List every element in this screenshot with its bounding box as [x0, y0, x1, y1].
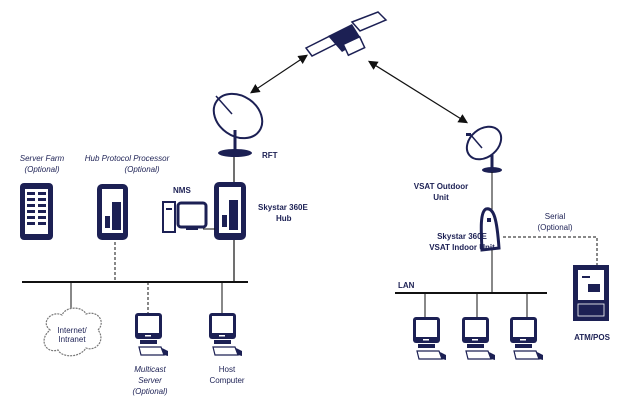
- lan-label: LAN: [398, 281, 415, 290]
- server-farm-label-1: Server Farm: [20, 154, 65, 163]
- atm-icon: [573, 265, 609, 321]
- multicast-label-2: Server: [138, 376, 162, 385]
- server-farm-label-2: (Optional): [24, 165, 59, 174]
- pc-icon: [412, 316, 447, 361]
- serial-label-1: Serial: [545, 212, 566, 221]
- indoor-label-2: VSAT Indoor Unit: [429, 243, 495, 252]
- satellite-icon: [304, 11, 388, 57]
- serial-link: [503, 236, 598, 266]
- cloud-icon: [43, 307, 102, 357]
- hub-unit-icon: [214, 182, 246, 240]
- outdoor-label-2: Unit: [433, 193, 449, 202]
- server-rack-icon: [20, 183, 53, 240]
- host-label-1: Host: [219, 365, 236, 374]
- outdoor-label-1: VSAT Outdoor: [414, 182, 469, 191]
- downlink-arrow: [367, 60, 469, 124]
- hub-label-2: Hub: [276, 214, 292, 223]
- uplink-arrow: [250, 54, 308, 94]
- pc-icon: [509, 316, 544, 361]
- atm-label: ATM/POS: [574, 333, 611, 342]
- serial-label-2: (Optional): [537, 223, 572, 232]
- cloud-label-2: Intranet: [58, 335, 86, 344]
- dish-antenna-icon: [465, 125, 503, 173]
- hub-unit-icon: [97, 184, 128, 240]
- dish-antenna-icon: [212, 92, 264, 157]
- nms-label: NMS: [173, 186, 191, 195]
- hpp-label-2: (Optional): [124, 165, 159, 174]
- hpp-label-1: Hub Protocol Processor: [85, 154, 170, 163]
- indoor-unit-icon: [479, 207, 501, 252]
- pc-icon: [162, 201, 208, 233]
- cloud-label-1: Internet/: [57, 326, 87, 335]
- pc-icon: [134, 312, 169, 357]
- multicast-label-1: Multicast: [134, 365, 166, 374]
- pc-icon: [208, 312, 243, 357]
- pc-icon: [461, 316, 496, 361]
- rft-label: RFT: [262, 151, 278, 160]
- hub-label-1: Skystar 360E: [258, 203, 308, 212]
- host-label-2: Computer: [209, 376, 244, 385]
- multicast-label-3: (Optional): [132, 387, 167, 396]
- indoor-label-1: Skystar 360E: [437, 232, 487, 241]
